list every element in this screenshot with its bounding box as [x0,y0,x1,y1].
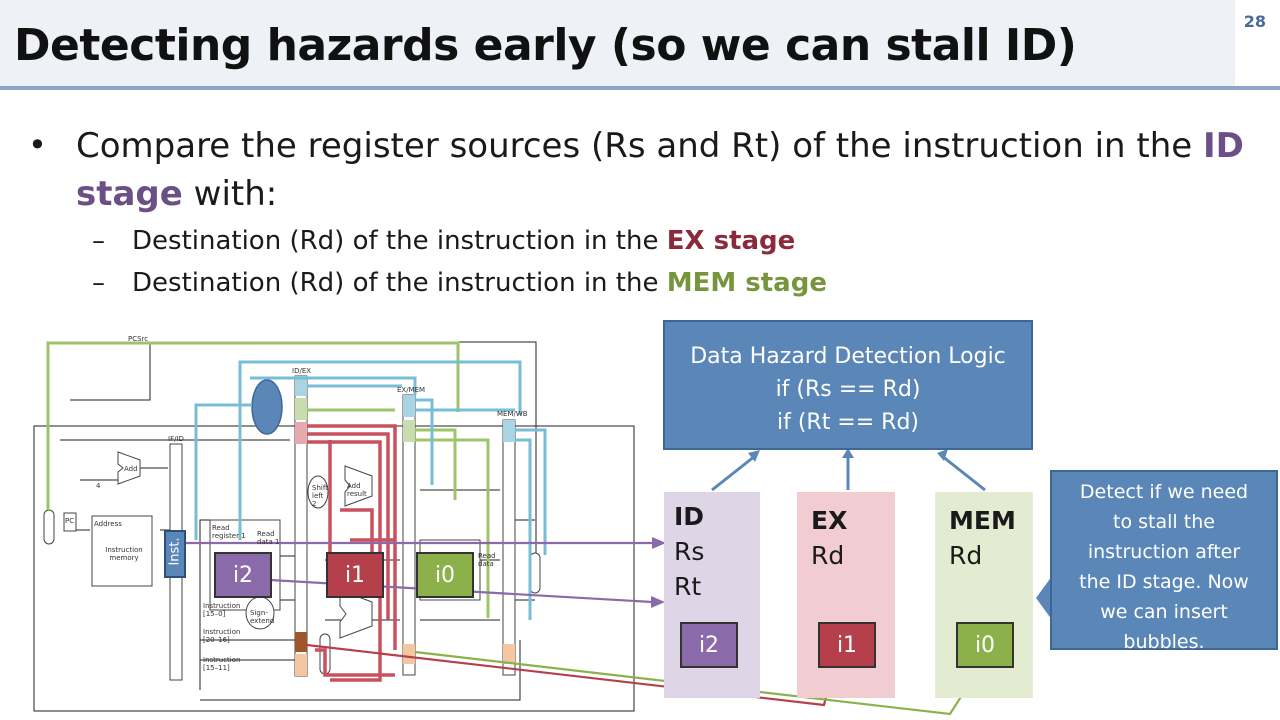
inst-label-text: Inst. [167,537,183,566]
pipeline-chip-i2: i2 [214,552,272,598]
ex-mem-rd-field [403,644,415,664]
callout-line: we can insert [1100,601,1228,623]
mem-stage-name: MEM [949,506,1016,535]
mux-pc [43,509,55,545]
label-imem: Instruction memory [105,546,143,562]
pipeline-chip-i0: i0 [416,552,474,598]
label-instr-15-0: Instruction [15–0] [203,602,241,618]
label-read-data: Read data [478,552,496,568]
id-stage-chip: i2 [680,622,738,668]
label-add: Add [124,465,138,473]
alu-unit [339,589,373,639]
stall-callout: Detect if we need to stall the instructi… [1050,470,1278,653]
slide-number: 28 [1243,12,1266,31]
id-ex-m-field [295,398,307,420]
hazard-unit-ellipse [251,379,283,435]
id-stage-rs: Rs [674,537,705,566]
page-title: Detecting hazards early (so we can stall… [14,20,1077,71]
label-add-result: Add result [347,482,367,498]
id-ex-rd-field [295,632,307,652]
callout-line: to stall the [1113,511,1215,533]
id-ex-rt-field [295,654,307,676]
title-bar [0,0,1235,88]
label-instr-15-11: Instruction [15–11] [203,656,241,672]
shift-left-unit [307,475,329,509]
label-read-data1: Read data 1 [257,530,280,546]
pipeline-chip-i1: i1 [326,552,384,598]
add-unit-ex [344,465,373,507]
title-rule [0,86,1280,90]
logic-title: Data Hazard Detection Logic [690,344,1006,369]
label-pcsrc: PCSrc [128,335,149,343]
ex-stage-name: EX [811,506,848,535]
pc-box [63,512,77,532]
add-unit-if [117,451,141,485]
id-stage-highlight: ID stage [76,126,1244,214]
mem-wb-wb-field [503,420,515,442]
callout-line: bubbles. [1123,631,1205,653]
logic-condition-rt: if (Rt == Rd) [776,410,920,435]
id-stage-rt: Rt [674,572,702,601]
ex-stage-rd: Rd [811,541,845,570]
sub-bullet-dash: – [92,268,105,298]
id-ex-register [294,375,308,677]
sub-bullet-text: Destination (Rd) of the instruction in t… [132,268,667,298]
bullet-main: Compare the register sources (Rs and Rt)… [76,122,1246,218]
label-address: Address [94,520,122,528]
ex-stage-highlight: EX stage [666,226,796,256]
label-mem-wb: MEM/WB [497,410,528,418]
id-ex-ex-field [295,422,307,444]
label-read-reg1: Read register 1 [212,524,246,540]
id-stage-name: ID [674,502,705,531]
callout-line: the ID stage. Now [1079,571,1249,593]
logic-condition-rs: if (Rs == Rd) [775,377,921,402]
sub-bullet-dash: – [92,226,105,256]
callout-line: Detect if we need [1079,481,1249,503]
label-shift: Shift left 2 [312,484,328,508]
bullet-text-after: with: [182,174,278,214]
instruction-memory [91,515,153,587]
id-to-logic-arrow [711,454,756,492]
ex-stage-chip: i1 [818,622,876,668]
sub-bullet-ex: Destination (Rd) of the instruction in t… [132,226,795,256]
label-sign-extend: Sign-extend [250,609,275,625]
bullet-dot: • [28,126,47,164]
mem-to-logic-arrow [941,454,986,492]
sub-bullet-text: Destination (Rd) of the instruction in t… [132,226,667,256]
ex-mem-wb-field [403,395,415,417]
mem-wb-rd-field [503,644,515,664]
mem-stage-chip: i0 [956,622,1014,668]
label-if-id: IF/ID [168,435,184,443]
mem-wb-register [502,419,516,676]
hazard-detection-logic-box: Data Hazard Detection Logic if (Rs == Rd… [663,320,1033,450]
callout-pointer [1036,576,1052,620]
mem-stage-highlight: MEM stage [666,268,827,298]
label-id-ex: ID/EX [292,367,312,375]
label-pc: PC [65,517,75,525]
bullet-text-before: Compare the register sources (Rs and Rt)… [76,126,1203,166]
inst-register-label: Inst. [164,530,186,578]
ex-mem-m-field [403,420,415,442]
label-ex-mem: EX/MEM [397,386,426,394]
label-four: 4 [96,482,101,490]
id-ex-wb-field [295,376,307,396]
sub-bullet-mem: Destination (Rd) of the instruction in t… [132,268,827,298]
mem-stage-rd: Rd [949,541,983,570]
callout-line: instruction after [1087,541,1241,563]
label-instr-20-16: Instruction [20–16] [203,628,241,644]
